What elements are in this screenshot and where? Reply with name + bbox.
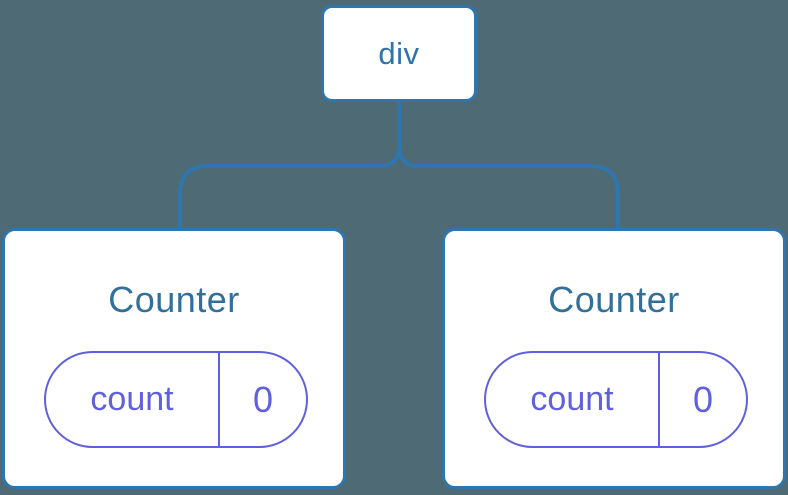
state-value: 0 — [252, 378, 274, 420]
component-title: Counter — [108, 279, 240, 320]
state-pill: count 0 — [484, 351, 748, 448]
state-pill: count 0 — [44, 351, 308, 448]
state-key: count — [46, 353, 220, 446]
root-node: div — [321, 5, 477, 102]
component-card-left: Counter count 0 — [2, 228, 346, 489]
root-node-label: div — [378, 35, 420, 71]
component-card-right: Counter count 0 — [442, 228, 786, 489]
connector-branch-left — [178, 101, 401, 229]
connector-branch-right — [397, 101, 620, 229]
state-value: 0 — [692, 378, 714, 420]
state-key: count — [486, 353, 660, 446]
component-title: Counter — [548, 279, 680, 320]
